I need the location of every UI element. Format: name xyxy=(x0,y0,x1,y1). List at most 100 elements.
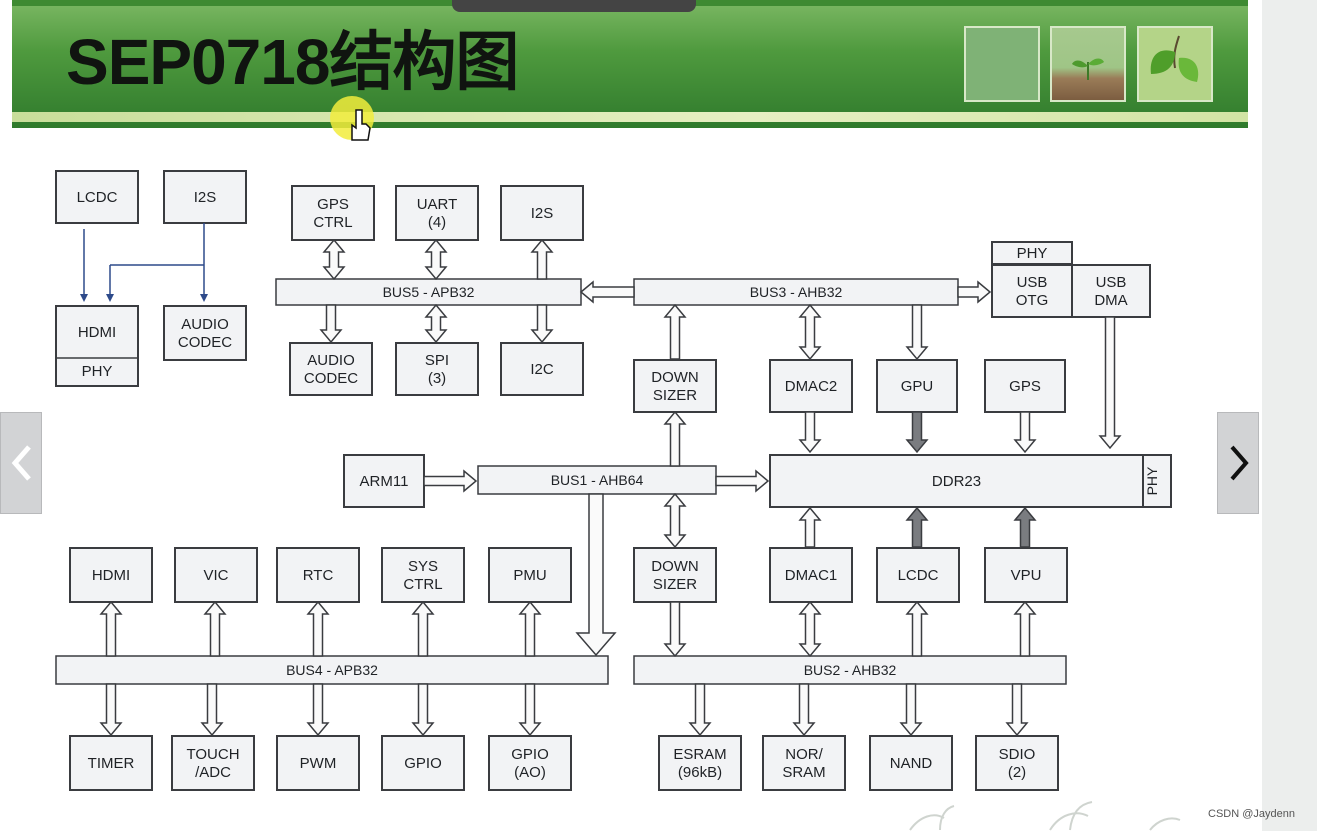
block-hdmi-phy xyxy=(55,305,139,387)
block-rtc-label: RTC xyxy=(303,567,334,584)
block-esram xyxy=(658,735,742,791)
block-hdmi-phy-label: HDMI xyxy=(78,324,116,341)
chevron-right-icon xyxy=(1230,445,1249,481)
block-arm11-label: ARM11 xyxy=(360,473,409,490)
block-lcdc-top xyxy=(55,170,139,224)
next-slide-button[interactable] xyxy=(1217,412,1259,514)
block-gpio-ao-label: (AO) xyxy=(514,764,546,781)
block-touch-adc-label: TOUCH xyxy=(186,746,239,763)
bus-bus1-label: BUS1 - AHB64 xyxy=(551,472,644,488)
block-gpio-ao-label: GPIO xyxy=(511,746,549,763)
block-uart-label: UART xyxy=(417,196,458,213)
block-usb-otg-label: USB xyxy=(1017,274,1048,291)
bus-bus3 xyxy=(633,278,959,306)
block-esram-label: (96kB) xyxy=(678,764,722,781)
block-usb-dma-label: USB xyxy=(1096,274,1127,291)
block-vic-label: VIC xyxy=(203,567,228,584)
bus-bus2-label: BUS2 - AHB32 xyxy=(804,662,897,678)
block-ddr-phy-label: PHY xyxy=(1144,466,1160,495)
block-nor-sram xyxy=(762,735,846,791)
block-gps-ctrl xyxy=(291,185,375,241)
block-sys-ctrl xyxy=(381,547,465,603)
block-usb-dma xyxy=(1071,264,1151,318)
block-audio-codec-left xyxy=(163,305,247,361)
block-vpu-label: VPU xyxy=(1011,567,1042,584)
block-sys-ctrl-label: SYS xyxy=(408,558,438,575)
block-i2s-mid-label: I2S xyxy=(531,205,554,222)
window-handle[interactable] xyxy=(452,0,696,12)
chevron-left-icon xyxy=(11,445,31,481)
block-audio-codec-mid-label: CODEC xyxy=(304,370,358,387)
block-hdmi-b-label: HDMI xyxy=(92,567,130,584)
block-pwm-label: PWM xyxy=(300,755,337,772)
block-nor-sram-label: SRAM xyxy=(782,764,825,781)
block-uart xyxy=(395,185,479,241)
block-spi xyxy=(395,342,479,396)
arrow xyxy=(905,506,929,548)
arrow xyxy=(663,410,687,467)
arrow xyxy=(424,238,448,281)
arrow xyxy=(663,492,687,549)
block-i2c-label: I2C xyxy=(530,361,554,378)
arrow xyxy=(1005,683,1029,737)
page-title: SEP0718结构图 xyxy=(66,26,519,98)
block-ddr23-label: DDR23 xyxy=(932,473,981,490)
block-lcdc-b xyxy=(876,547,960,603)
block-arm11 xyxy=(343,454,425,508)
block-gpio xyxy=(381,735,465,791)
arrow xyxy=(575,493,617,657)
block-gps-ctrl-label: GPS xyxy=(317,196,349,213)
block-hdmi-phy-sub-label: PHY xyxy=(82,363,113,380)
arrow xyxy=(663,601,687,658)
sprout-icon xyxy=(1072,58,1104,80)
block-pmu xyxy=(488,547,572,603)
bus-bus5-label: BUS5 - APB32 xyxy=(383,284,475,300)
bus-bus4 xyxy=(55,655,609,685)
block-sdio-label: (2) xyxy=(1008,764,1026,781)
block-touch-adc xyxy=(171,735,255,791)
block-usb-otg-label: OTG xyxy=(1016,292,1049,309)
block-down-sizer-bottom-label: DOWN xyxy=(651,558,699,575)
block-gpu xyxy=(876,359,958,413)
block-audio-codec-mid-label: AUDIO xyxy=(307,352,355,369)
block-gps-label: GPS xyxy=(1009,378,1041,395)
block-audio-codec-left-label: CODEC xyxy=(178,334,232,351)
block-down-sizer-bottom-label: SIZER xyxy=(653,576,697,593)
block-gpio-label: GPIO xyxy=(404,755,442,772)
arrow xyxy=(530,238,554,280)
arrowhead xyxy=(80,294,88,302)
block-vpu xyxy=(984,547,1068,603)
block-sys-ctrl-label: CTRL xyxy=(403,576,442,593)
arrow xyxy=(1013,411,1037,454)
block-touch-adc-label: /ADC xyxy=(195,764,231,781)
block-sdio xyxy=(975,735,1059,791)
block-nand-label: NAND xyxy=(890,755,933,772)
block-lcdc-top-label: LCDC xyxy=(77,189,118,206)
block-dmac1 xyxy=(769,547,853,603)
arrowhead xyxy=(106,294,114,302)
block-lcdc-b-label: LCDC xyxy=(898,567,939,584)
block-vic xyxy=(174,547,258,603)
arrow xyxy=(518,683,542,737)
arrow xyxy=(1098,316,1122,450)
block-usb-phy-label: PHY xyxy=(1017,245,1048,262)
decor-thumbnail-sprout xyxy=(1050,26,1126,102)
block-timer-label: TIMER xyxy=(88,755,135,772)
arrow xyxy=(792,683,816,737)
arrow xyxy=(411,683,435,737)
prev-slide-button[interactable] xyxy=(0,412,42,514)
block-hdmi-b xyxy=(69,547,153,603)
block-gpio-ao xyxy=(488,735,572,791)
block-nor-sram-label: NOR/ xyxy=(785,746,823,763)
arrow xyxy=(99,683,123,737)
arrow xyxy=(200,683,224,737)
block-ddr23 xyxy=(769,454,1144,508)
arrow xyxy=(715,469,770,493)
watermark: CSDN @Jaydenn xyxy=(1208,808,1295,820)
bus-bus2 xyxy=(633,655,1067,685)
arrow xyxy=(1013,506,1037,548)
arrow xyxy=(905,600,929,657)
block-i2s-left-label: I2S xyxy=(194,189,217,206)
arrow xyxy=(423,469,478,493)
